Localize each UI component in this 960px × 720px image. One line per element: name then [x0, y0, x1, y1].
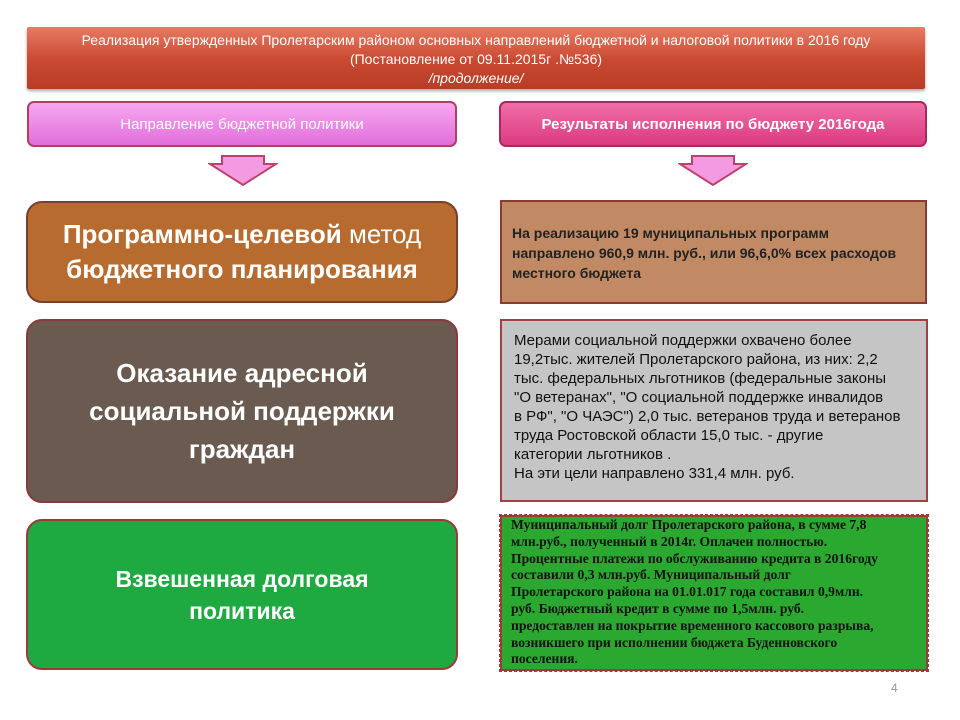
- result-programs: На реализацию 19 муниципальных программ …: [500, 200, 927, 304]
- banner-decree: (Постановление от 09.11.2015г .№536): [349, 51, 603, 67]
- header-budget-results: Результаты исполнения по бюджету 2016год…: [499, 101, 927, 147]
- direction-social-support: Оказание адресной социальной поддержки г…: [26, 319, 458, 503]
- result-social-line: в РФ", "О ЧАЭС") 2,0 тыс. ветеранов труд…: [514, 408, 901, 425]
- result-debt-line: Муниципальный долг Пролетарского района,…: [511, 517, 867, 532]
- result-debt: Муниципальный долг Пролетарского района,…: [499, 514, 929, 672]
- result-debt-line: предоставлен на покрытие временного касс…: [511, 617, 874, 633]
- page-number: 4: [891, 681, 898, 695]
- arrow-down-icon: [678, 155, 748, 187]
- result-debt-line: Процентные платежи по обслуживанию креди…: [511, 550, 878, 566]
- arrow-down-icon: [208, 155, 278, 187]
- result-debt-line: поселения.: [511, 651, 578, 667]
- result-programs-text: На реализацию 19 муниципальных программ …: [512, 225, 897, 281]
- title-banner: Реализация утвержденных Пролетарским рай…: [27, 27, 925, 89]
- result-social-line: "О ветеранах", "О социальной поддержке и…: [514, 389, 884, 406]
- result-debt-line: возникшего при исполнении бюджета Буденн…: [511, 634, 838, 650]
- result-social-line: 19,2тыс. жителей Пролетарского района, и…: [514, 351, 878, 368]
- direction-social-support-label: Оказание адресной социальной поддержки г…: [89, 358, 395, 464]
- direction-program-method-word: метод: [341, 219, 422, 249]
- result-social-line: На эти цели направлено 331,4 млн. руб.: [514, 465, 795, 482]
- banner-continuation: /продолжение/: [428, 70, 524, 86]
- header-budget-direction-label: Направление бюджетной политики: [120, 115, 364, 133]
- direction-program-method-line2: бюджетного планирования: [66, 254, 418, 284]
- header-budget-results-label: Результаты исполнения по бюджету 2016год…: [541, 115, 885, 133]
- header-budget-direction: Направление бюджетной политики: [27, 101, 457, 147]
- result-debt-line: руб. Бюджетный кредит в сумме по 1,5млн.…: [511, 600, 805, 616]
- direction-program-method-bold: Программно-целевой: [62, 219, 342, 249]
- direction-debt-policy: Взвешенная долговая политика: [26, 519, 458, 670]
- result-social: Мерами социальной поддержки охвачено бол…: [500, 319, 928, 502]
- result-debt-line: млн.руб., полученный в 2014г. Оплачен по…: [511, 533, 828, 549]
- result-social-line: труда Ростовской области 15,0 тыс. - дру…: [514, 427, 824, 444]
- result-debt-line: Пролетарского района на 01.01.017 года с…: [511, 584, 864, 600]
- result-social-line: Мерами социальной поддержки охвачено бол…: [514, 332, 852, 349]
- direction-debt-policy-label: Взвешенная долговая политика: [115, 565, 369, 624]
- banner-title: Реализация утвержденных Пролетарским рай…: [81, 32, 871, 48]
- result-social-line: категории льготников .: [514, 446, 672, 463]
- direction-program-method: Программно-целевой метод бюджетного план…: [26, 201, 458, 303]
- result-debt-line: составили 0,3 млн.руб. Муниципальный дол…: [511, 567, 791, 583]
- result-social-line: тыс. федеральных льготников (федеральные…: [514, 370, 887, 387]
